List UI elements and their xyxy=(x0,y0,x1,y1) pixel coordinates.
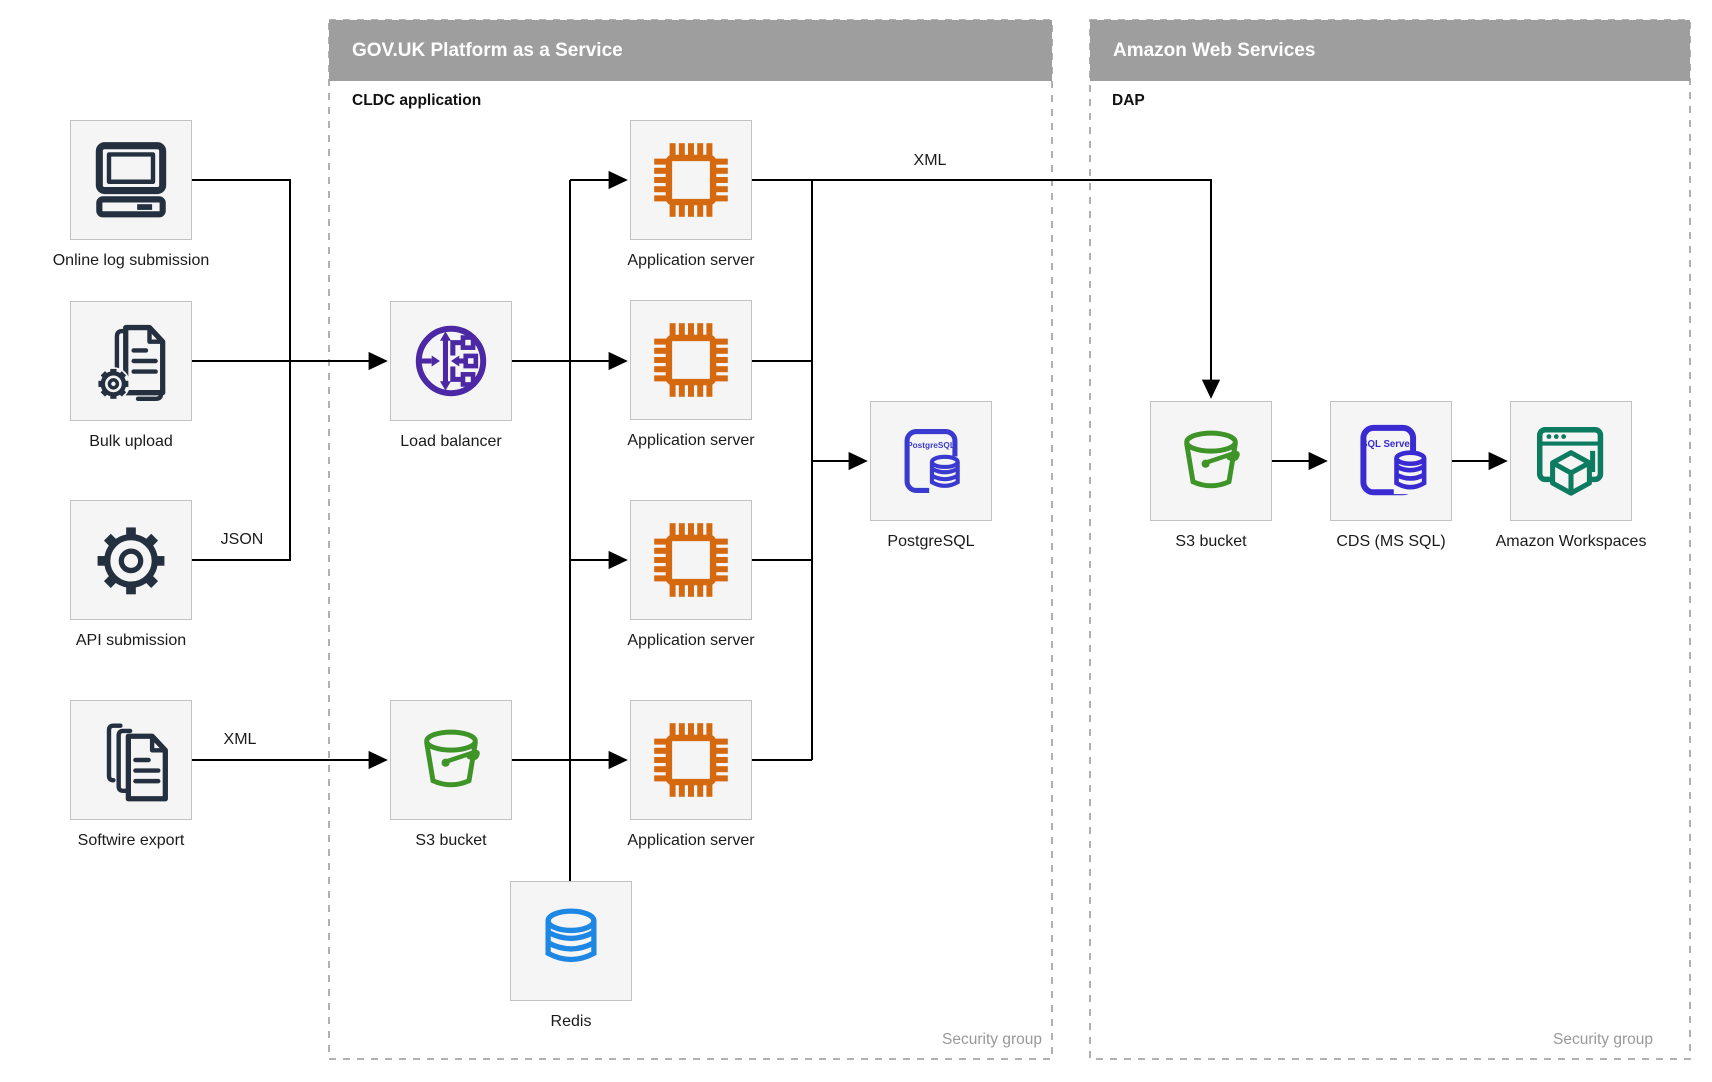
node-cds-ms-sql: SQL Server xyxy=(1330,401,1452,521)
bucket-icon xyxy=(1184,430,1240,489)
database-icon xyxy=(545,908,597,963)
node-softwire-export xyxy=(70,700,192,820)
node-app-server-1 xyxy=(630,120,752,240)
node-bulk-upload xyxy=(70,301,192,421)
node-load-balancer xyxy=(390,301,512,421)
node-app-server-4 xyxy=(630,700,752,820)
svg-text:PostgreSQL: PostgreSQL xyxy=(907,441,955,450)
node-s3-bucket-paas xyxy=(390,700,512,820)
node-label: Application server xyxy=(627,632,755,649)
node-s3-bucket-aws xyxy=(1150,401,1272,521)
gear-icon xyxy=(97,527,165,595)
node-label: Load balancer xyxy=(400,433,502,450)
workspaces-icon xyxy=(1536,426,1604,496)
node-label: Application server xyxy=(627,432,755,449)
chip-icon xyxy=(654,143,728,217)
load-balancer-icon xyxy=(415,325,487,397)
node-label: Amazon Workspaces xyxy=(1495,533,1647,550)
db-cylinder xyxy=(929,454,963,494)
documents-stack-icon xyxy=(106,723,168,802)
edge-onlinelog-api-merge xyxy=(192,179,291,561)
sql-server-icon: SQL Server xyxy=(1360,424,1429,496)
node-api-submission xyxy=(70,500,192,620)
edge-label-xml-softwire: XML xyxy=(223,731,257,748)
computer-icon xyxy=(95,142,167,218)
node-label: S3 bucket xyxy=(415,832,487,849)
postgresql-icon: PostgreSQL xyxy=(904,429,963,494)
document-gear-icon xyxy=(96,324,166,402)
node-app-server-2 xyxy=(630,300,752,420)
govuk-sublabel: CLDC application xyxy=(352,92,482,109)
chip-icon xyxy=(654,323,728,397)
chip-icon xyxy=(654,523,728,597)
gear-overlay xyxy=(96,367,131,401)
node-app-server-3 xyxy=(630,500,752,620)
node-postgresql: PostgreSQL xyxy=(870,401,992,521)
bucket-icon xyxy=(424,729,480,788)
node-label: Redis xyxy=(550,1013,592,1030)
db-cylinder xyxy=(1393,450,1429,495)
cube-overlay xyxy=(1550,450,1592,496)
node-redis xyxy=(510,881,632,1001)
aws-container-header: Amazon Web Services xyxy=(1090,20,1690,81)
edge-xml-to-aws-s3 xyxy=(752,179,1221,399)
aws-sublabel: DAP xyxy=(1112,92,1145,109)
svg-text:SQL Server: SQL Server xyxy=(1361,439,1414,450)
node-label: Online log submission xyxy=(52,252,210,269)
node-label: Application server xyxy=(627,832,755,849)
node-label: Softwire export xyxy=(77,832,185,849)
node-label: Application server xyxy=(627,252,755,269)
node-label: Bulk upload xyxy=(89,433,173,450)
chip-icon xyxy=(654,723,728,797)
node-label: PostgreSQL xyxy=(887,533,975,550)
node-label: API submission xyxy=(75,632,187,649)
node-online-log-submission xyxy=(70,120,192,240)
edge-label-xml-dap: XML xyxy=(913,152,947,169)
edge-label-json: JSON xyxy=(220,531,264,548)
node-label: S3 bucket xyxy=(1175,533,1247,550)
node-amazon-workspaces xyxy=(1510,401,1632,521)
govuk-container-header: GOV.UK Platform as a Service xyxy=(329,20,1052,81)
govuk-security-group-label: Security group xyxy=(942,1031,1042,1048)
node-label: CDS (MS SQL) xyxy=(1336,533,1446,550)
aws-security-group-label: Security group xyxy=(1553,1031,1653,1048)
